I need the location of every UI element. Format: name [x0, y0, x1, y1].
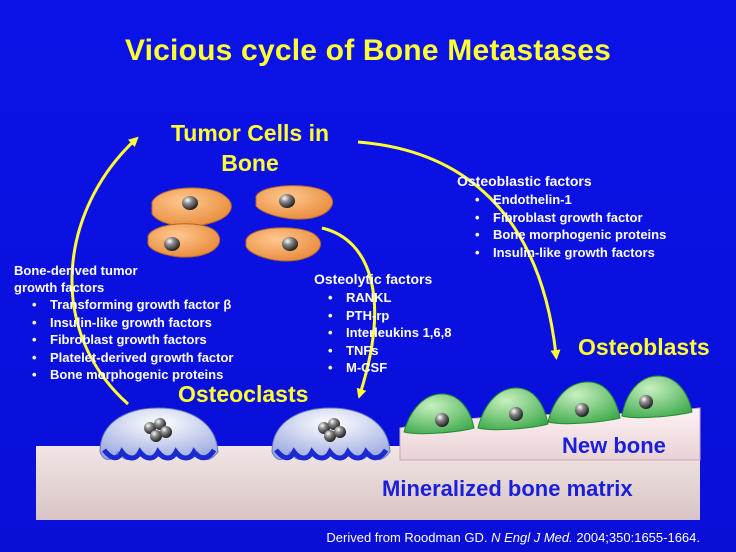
tumor-cells-line2: Bone: [221, 150, 279, 176]
tumor-cells-heading: Tumor Cells in Bone: [140, 118, 360, 178]
mineralized-bone-label: Mineralized bone matrix: [382, 476, 633, 501]
tumor-cell: [147, 223, 220, 258]
list-item: PTH-rp: [328, 307, 452, 325]
bone-derived-factors: Bone-derived tumor growth factors Transf…: [14, 262, 233, 384]
osteoclasts-label: Osteoclasts: [178, 381, 309, 407]
bone-derived-list: Transforming growth factor β Insulin-lik…: [32, 296, 233, 384]
osteoblast: [403, 393, 475, 435]
citation-suffix: 2004;350:1655-1664.: [572, 530, 700, 545]
list-item: Insulin-like growth factors: [475, 244, 666, 262]
list-item: Fibroblast growth factor: [475, 209, 666, 227]
osteolytic-factors-title: Osteolytic factors: [314, 271, 433, 287]
list-item: Bone morphogenic proteins: [32, 366, 233, 384]
osteoclast: [271, 407, 391, 461]
list-item: Endothelin-1: [475, 191, 666, 209]
citation: Derived from Roodman GD. N Engl J Med. 2…: [0, 530, 700, 545]
new-bone-label: New bone: [562, 433, 666, 458]
list-item: Interleukins 1,6,8: [328, 324, 452, 342]
list-item: Fibroblast growth factors: [32, 331, 233, 349]
list-item: Platelet-derived growth factor: [32, 349, 233, 367]
mineralized-bone-layer: [36, 446, 700, 520]
list-item: M-CSF: [328, 359, 452, 377]
tumor-cell: [151, 187, 232, 227]
osteolytic-factors: Osteolytic factors RANKL PTH-rp Interleu…: [314, 270, 452, 377]
list-item: Insulin-like growth factors: [32, 314, 233, 332]
page-title: Vicious cycle of Bone Metastases: [124, 34, 612, 67]
osteoblasts-label: Osteoblasts: [578, 334, 710, 360]
tumor-cell: [245, 227, 321, 262]
osteoblast: [621, 375, 693, 419]
osteoblast: [477, 387, 549, 431]
list-item: Bone morphogenic proteins: [475, 226, 666, 244]
list-item: RANKL: [328, 289, 452, 307]
bone-derived-title-line1: Bone-derived tumor: [14, 263, 138, 278]
citation-prefix: Derived from Roodman GD.: [326, 530, 492, 545]
tumor-cells-line1: Tumor Cells in: [170, 120, 330, 146]
osteoblastic-factors-list: Endothelin-1 Fibroblast growth factor Bo…: [475, 191, 666, 261]
osteoblastic-factors-title: Osteoblastic factors: [457, 173, 592, 189]
list-item: TNFs: [328, 342, 452, 360]
osteoblastic-factors: Osteoblastic factors Endothelin-1 Fibrob…: [457, 172, 666, 261]
citation-journal: N Engl J Med.: [491, 530, 573, 545]
list-item: Transforming growth factor β: [32, 296, 233, 314]
osteolytic-factors-list: RANKL PTH-rp Interleukins 1,6,8 TNFs M-C…: [328, 289, 452, 377]
tumor-cell: [255, 185, 333, 220]
bone-derived-title-line2: growth factors: [14, 280, 105, 295]
osteoblast: [547, 381, 621, 425]
osteoclast: [99, 407, 219, 461]
